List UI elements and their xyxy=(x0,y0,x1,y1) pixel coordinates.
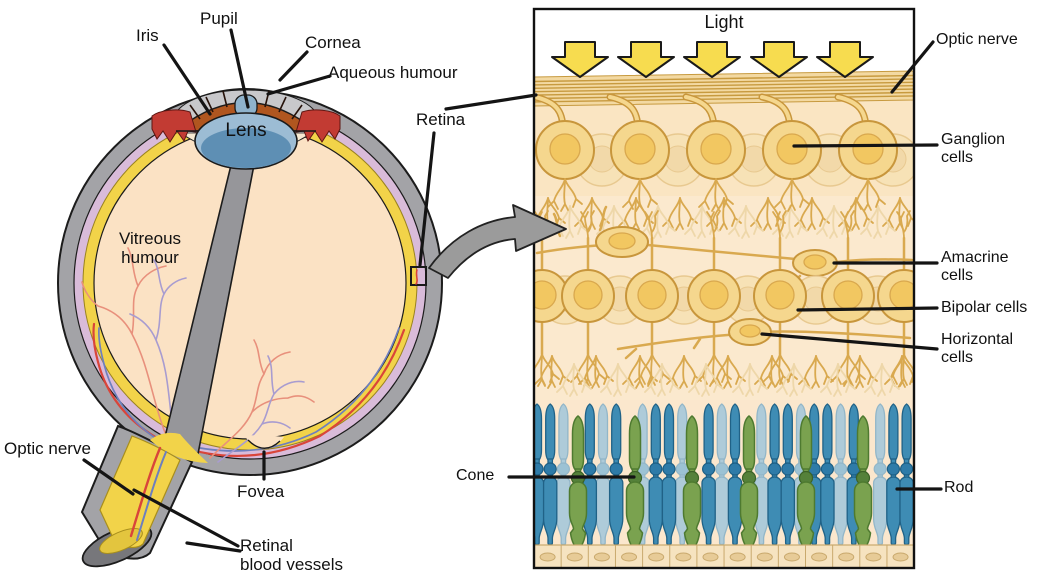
light-arrow-icon xyxy=(551,41,609,78)
epithelium-cell-nucleus xyxy=(675,552,692,562)
label-line-bipolar xyxy=(796,306,939,312)
epithelium-cell-nucleus xyxy=(811,552,828,562)
label-line-ganglion xyxy=(792,143,939,148)
epithelium-cell-nucleus xyxy=(892,552,909,562)
label-line-optic-nerve-eye xyxy=(82,458,135,496)
label-line-horizontal xyxy=(760,332,939,351)
epithelium-cell-nucleus xyxy=(702,552,719,562)
bipolar-cell-nucleus xyxy=(699,280,729,310)
light-arrow-icon xyxy=(617,41,675,78)
bipolar-cell-layer xyxy=(534,210,914,387)
label-line-retina-panel xyxy=(444,93,538,111)
label-line-aqueous xyxy=(266,74,332,96)
bipolar-cell-nucleus xyxy=(534,280,557,310)
fovea-dimple xyxy=(244,435,284,449)
ganglion-cell-nucleus xyxy=(852,133,884,165)
epithelium-cell-nucleus xyxy=(756,552,773,562)
light-arrow-icon xyxy=(750,41,808,78)
optic-nerve-fibers xyxy=(534,74,914,103)
epithelium-cell-nucleus xyxy=(729,552,746,562)
label-retina: Retina xyxy=(416,110,466,129)
retina-layers-panel xyxy=(532,7,916,570)
label-vitreous-humour: Vitreous humour xyxy=(118,229,182,268)
ganglion-cell-layer xyxy=(534,93,914,212)
pigment-epithelium-cells xyxy=(539,545,909,568)
label-line-pupil xyxy=(229,28,250,109)
label-line-iris xyxy=(162,43,212,116)
optic-nerve-stalk xyxy=(80,424,208,568)
label-cornea: Cornea xyxy=(305,33,361,52)
ganglion-cell-nucleus xyxy=(776,133,808,165)
bipolar-cell-nucleus xyxy=(637,280,667,310)
label-line-vessels-1 xyxy=(132,488,240,548)
epithelium-cell-nucleus xyxy=(865,552,882,562)
eye-cross-section xyxy=(57,88,443,568)
epithelium-cell-nucleus xyxy=(838,552,855,562)
label-line-vessels-2 xyxy=(185,541,242,553)
label-aqueous-humour: Aqueous humour xyxy=(328,63,458,82)
label-iris: Iris xyxy=(136,26,159,45)
lens-shape xyxy=(194,112,298,170)
epithelium-cell-nucleus xyxy=(593,552,610,562)
light-arrow-icon xyxy=(683,41,741,78)
label-line-cornea xyxy=(278,50,309,82)
epithelium-cell-nucleus xyxy=(783,552,800,562)
label-rod: Rod xyxy=(944,479,974,496)
ganglion-cell-nucleus xyxy=(700,133,732,165)
label-amacrine-cells: Amacrine cells xyxy=(941,249,1009,285)
label-lens: Lens xyxy=(225,120,267,141)
light-arrow-icon xyxy=(816,41,874,78)
magnification-arrow-icon xyxy=(428,204,567,279)
label-line-optic-nerve-panel xyxy=(890,40,935,94)
label-bipolar-cells: Bipolar cells xyxy=(941,299,1028,316)
bipolar-cell-nucleus xyxy=(765,280,795,310)
bipolar-cell-nucleus xyxy=(833,280,863,310)
panel-border xyxy=(532,7,916,570)
annotations xyxy=(82,28,943,553)
label-cone: Cone xyxy=(456,467,495,484)
label-fovea: Fovea xyxy=(237,482,285,501)
retina-sample-box xyxy=(410,266,427,286)
epithelium-cell-nucleus xyxy=(566,552,583,562)
label-optic-nerve-panel: Optic nerve xyxy=(936,31,1018,48)
epithelium-cell-nucleus xyxy=(621,552,638,562)
ganglion-cell-nucleus xyxy=(624,133,656,165)
epithelium-cell-nucleus xyxy=(539,552,556,562)
label-light: Light xyxy=(704,12,744,32)
ganglion-cell-nucleus xyxy=(549,133,581,165)
label-retinal-blood-vessels: Retinal blood vessels xyxy=(240,536,344,575)
ciliary-body-right xyxy=(295,109,341,143)
label-pupil: Pupil xyxy=(200,9,238,28)
epithelium-cell-nucleus xyxy=(648,552,665,562)
label-horizontal-cells: Horizontal cells xyxy=(941,331,1014,367)
ciliary-body-left xyxy=(151,109,197,143)
label-line-retina-eye xyxy=(418,131,436,267)
bipolar-cell-nucleus xyxy=(573,280,603,310)
light-arrows xyxy=(551,41,874,78)
label-ganglion-cells: Ganglion cells xyxy=(941,131,1006,167)
sample-box-vessel-mark xyxy=(415,269,418,285)
label-optic-nerve-eye: Optic nerve xyxy=(4,439,91,458)
horizontal-cell xyxy=(616,318,912,360)
